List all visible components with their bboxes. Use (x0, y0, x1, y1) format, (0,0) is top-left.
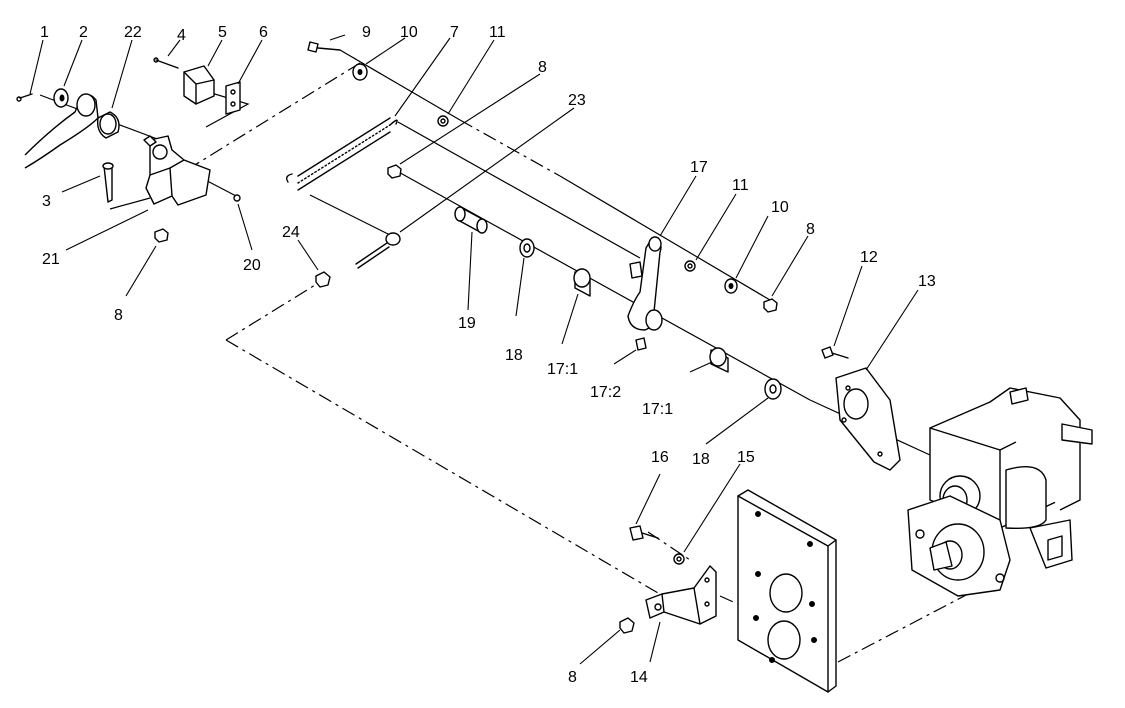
pivot-bracket-21 (143, 135, 211, 206)
callout-3: 3 (42, 193, 51, 210)
callout-8-left: 8 (114, 307, 123, 324)
callout-17-1-b: 17:1 (642, 401, 673, 418)
plate-6 (225, 81, 241, 115)
callout-10-right: 10 (771, 199, 789, 216)
bolt-16 (629, 525, 659, 541)
callout-8-bottom: 8 (568, 669, 577, 686)
callout-11-right: 11 (732, 177, 749, 194)
callout-labels: 1 2 22 4 5 6 3 21 8 20 9 10 7 11 8 23 24… (40, 24, 936, 686)
callout-13: 13 (918, 273, 936, 290)
cotter-pin-1 (16, 93, 33, 102)
callout-16: 16 (651, 449, 669, 466)
callout-18-b: 18 (692, 451, 710, 468)
callout-23: 23 (568, 92, 586, 109)
eyebolt-23 (355, 232, 401, 269)
screw-20 (233, 194, 241, 202)
callout-14: 14 (630, 669, 648, 686)
callout-19: 19 (458, 315, 476, 332)
callout-15: 15 (737, 449, 755, 466)
hydrostatic-pump (907, 387, 1093, 597)
callout-10-top: 10 (400, 24, 418, 41)
gasket-13 (835, 367, 901, 471)
callout-17-1-a: 17:1 (547, 361, 578, 378)
bracket-14 (645, 565, 717, 625)
callout-2: 2 (79, 24, 88, 41)
callout-24: 24 (282, 224, 300, 241)
callout-22: 22 (124, 24, 142, 41)
callout-5: 5 (218, 24, 227, 41)
callout-21: 21 (42, 251, 60, 268)
callout-6: 6 (259, 24, 268, 41)
callout-8-right: 8 (806, 221, 815, 238)
mounting-plate (737, 489, 837, 693)
lever-arm (24, 93, 99, 169)
washer-18-a (519, 238, 535, 258)
nut-11-top (437, 115, 449, 127)
leader-lines (29, 34, 919, 665)
screw-4 (153, 57, 179, 69)
callout-20: 20 (243, 257, 261, 274)
callout-1: 1 (40, 24, 49, 41)
callout-8-top: 8 (538, 59, 547, 76)
lever-17 (627, 236, 663, 331)
nut-8-right (763, 298, 778, 313)
nut-24 (315, 271, 331, 288)
bushing-17-1-a (573, 268, 591, 297)
block-5 (183, 65, 215, 105)
washer-18-b (764, 378, 782, 400)
callout-17: 17 (690, 159, 708, 176)
bushing-17-1-b (709, 347, 729, 373)
bolt-9 (307, 41, 341, 53)
nut-11-right (684, 260, 696, 272)
bolt-12 (821, 346, 849, 359)
shaft-19 (454, 206, 488, 234)
callout-12: 12 (860, 249, 878, 266)
washer-2 (53, 88, 69, 108)
extension-spring-7 (285, 117, 398, 191)
callout-9: 9 (362, 24, 371, 41)
clevis-pin-3 (102, 162, 114, 203)
nut-8-bottom (619, 617, 635, 634)
nut-8-left (154, 228, 169, 243)
callout-17-2: 17:2 (590, 384, 621, 401)
callout-18-a: 18 (505, 347, 523, 364)
nut-15 (673, 553, 685, 565)
bushing-22 (96, 111, 120, 139)
callout-11-top: 11 (489, 24, 506, 41)
callout-7: 7 (450, 24, 459, 41)
callout-4: 4 (177, 27, 186, 44)
setscrew-17-2 (635, 337, 647, 351)
washer-10-right (724, 278, 738, 294)
washer-10-top (352, 63, 368, 81)
nut-8-top (387, 164, 402, 179)
